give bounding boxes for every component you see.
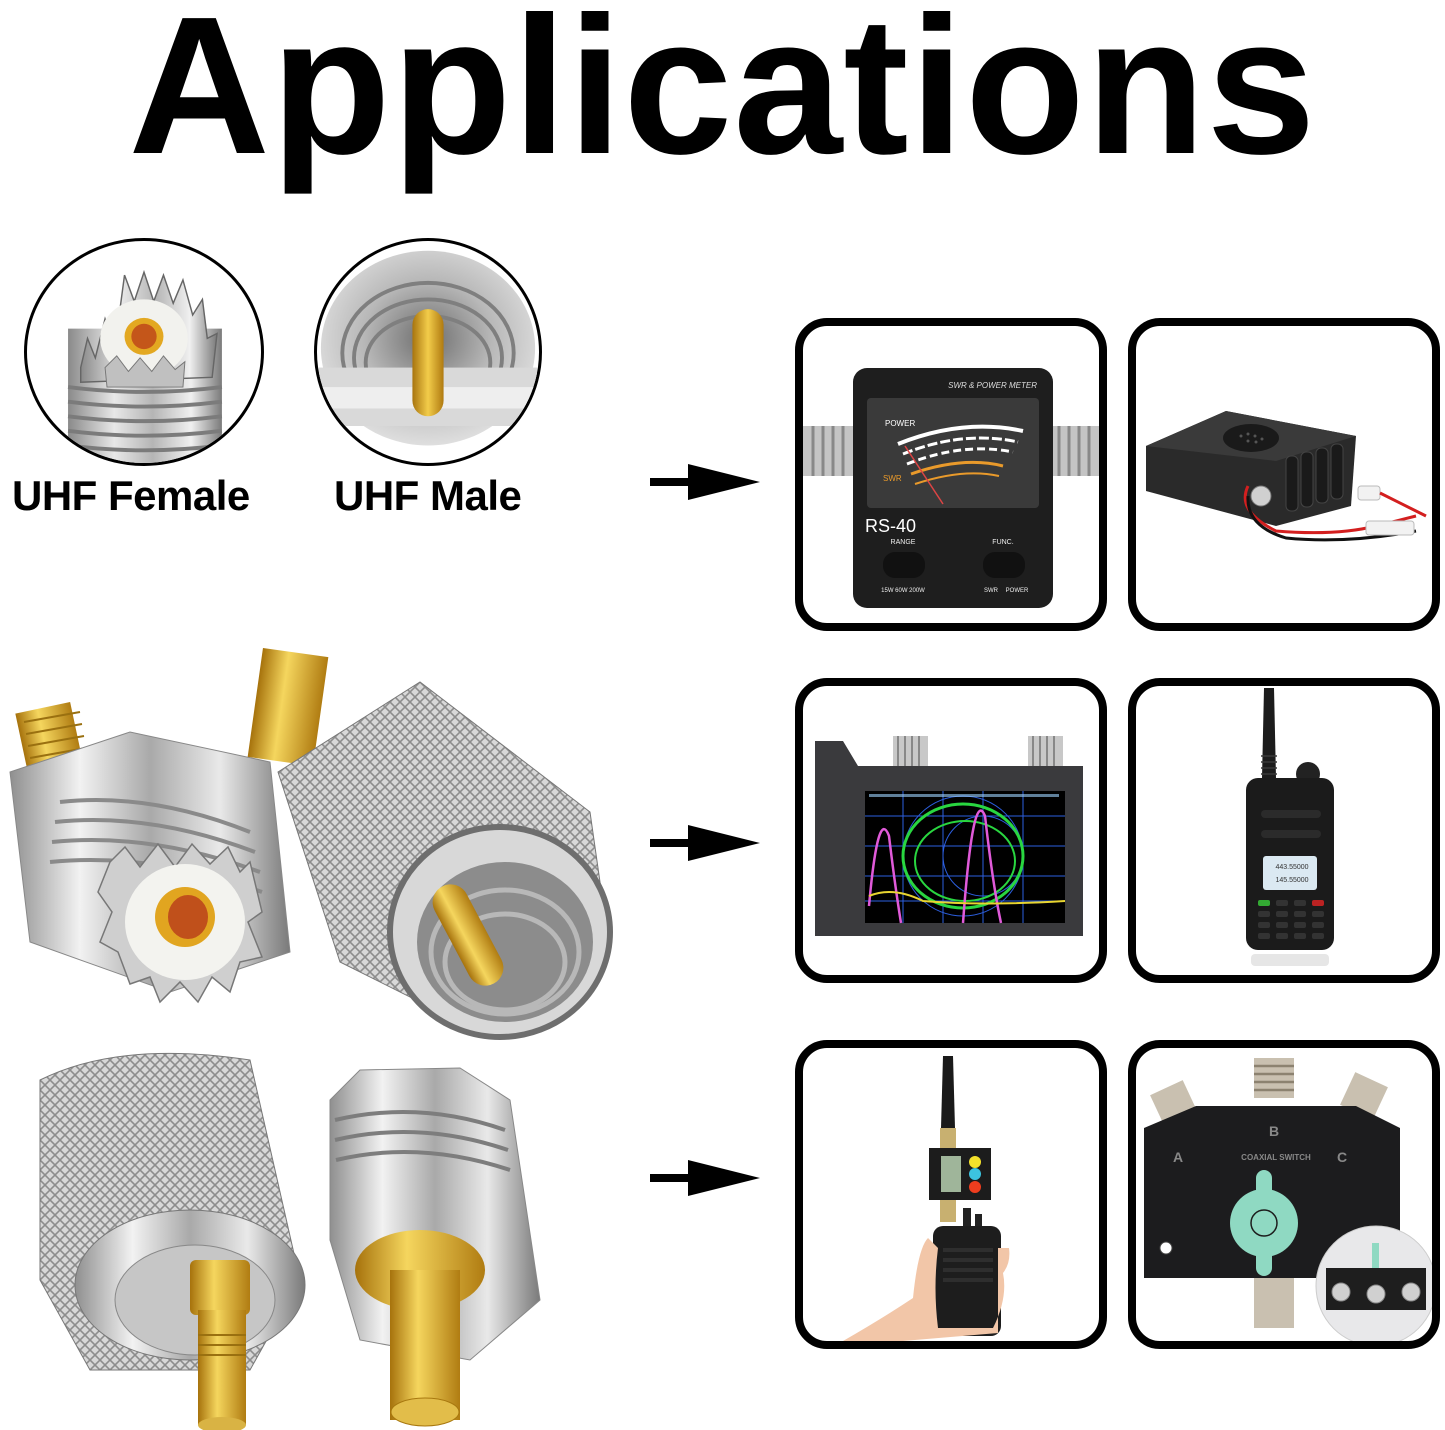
arrow-right-icon — [650, 1160, 760, 1196]
handheld-radio-icon: 443.55000 145.55000 — [1246, 688, 1334, 966]
meter-power-label: POWER — [885, 419, 915, 428]
handheld-freq-b: 145.55000 — [1275, 877, 1308, 884]
switch-port-b: B — [1269, 1123, 1279, 1139]
adapter-photo-uhf-male-sma-female-and-uhf-female-sma-male — [0, 1040, 630, 1430]
handheld-freq-a: 443.55000 — [1275, 864, 1308, 871]
panel-mobile-radio — [1128, 318, 1440, 631]
arrow-right-icon — [650, 825, 760, 861]
switch-port-a: A — [1173, 1149, 1183, 1165]
handheld-with-meter-icon — [843, 1056, 1010, 1341]
antenna-analyzer-icon — [815, 736, 1083, 936]
meter-range-label: RANGE — [891, 539, 916, 546]
func-switch — [983, 552, 1025, 578]
arrow-row-3 — [648, 1158, 764, 1198]
uhf-female-label: UHF Female — [12, 472, 250, 519]
page-title: Applications — [128, 0, 1317, 195]
meter-range-options: 15W 60W 200W — [881, 588, 925, 594]
switch-port-c: C — [1337, 1149, 1347, 1165]
meter-model: RS-40 — [865, 516, 916, 536]
meter-func-power: POWER — [1006, 588, 1029, 594]
uhf-male-connector-icon — [318, 250, 538, 446]
coaxial-switch-icon: A B C COAXIAL SWITCH — [1144, 1058, 1432, 1341]
adapter-photo-sma-female-uhf-female-and-sma-male-uhf-male — [0, 622, 630, 1042]
uhf-female-connector-icon — [67, 269, 223, 463]
panel-antenna-analyzer — [795, 678, 1107, 983]
meter-func-label: FUNC. — [992, 539, 1013, 546]
uhf-male-closeup — [314, 238, 542, 466]
meter-header: SWR & POWER METER — [948, 381, 1037, 390]
uhf-male-label: UHF Male — [334, 472, 522, 519]
arrow-row-2 — [648, 823, 764, 863]
panel-handheld-with-swr-meter — [795, 1040, 1107, 1349]
meter-swr-label: SWR — [883, 474, 902, 483]
arrow-row-1 — [648, 462, 764, 502]
switch-label: COAXIAL SWITCH — [1241, 1153, 1311, 1162]
range-switch — [883, 552, 925, 578]
meter-func-swr: SWR — [984, 588, 999, 594]
uhf-female-closeup — [24, 238, 264, 466]
panel-handheld-radio: 443.55000 145.55000 — [1128, 678, 1440, 983]
panel-coaxial-switch: A B C COAXIAL SWITCH — [1128, 1040, 1440, 1349]
panel-swr-power-meter: SWR & POWER METER POWER SWR RS-40 RANGE … — [795, 318, 1107, 631]
mobile-radio-icon — [1146, 411, 1427, 542]
arrow-right-icon — [650, 464, 760, 500]
